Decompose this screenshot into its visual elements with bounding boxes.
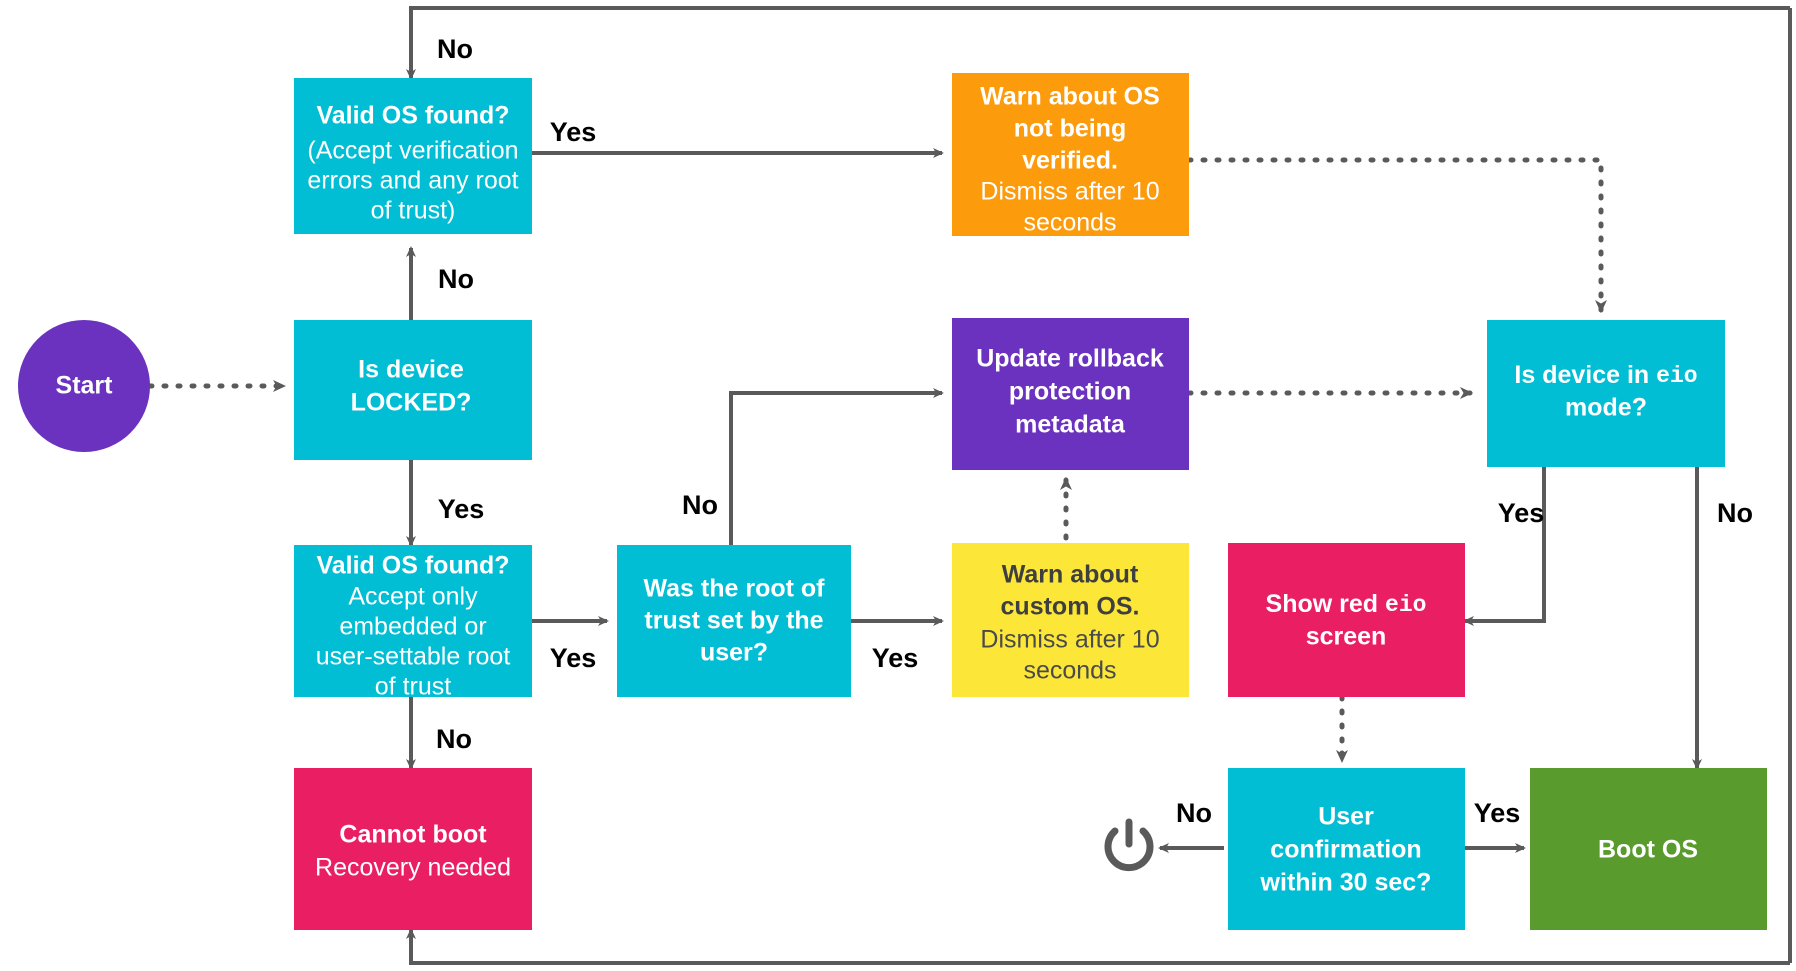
node-user-confirmation-line1: User [1318,803,1374,831]
node-root-of-trust-line3: user? [700,639,768,667]
node-valid-os-unlocked-sub1: (Accept verification [307,137,518,165]
node-valid-os-unlocked-title: Valid OS found? [316,102,509,130]
edge-label-yes-eio: Yes [1498,498,1545,528]
node-warn-unverified-title1: Warn about OS [980,83,1160,111]
node-boot-os[interactable]: Boot OS [1530,768,1767,930]
node-is-device-locked-line1: Is device [358,356,464,384]
node-cannot-boot-sub: Recovery needed [315,854,511,882]
node-warn-custom-os-title2: custom OS. [1001,593,1140,621]
node-eio-mode-mono: eio [1656,363,1697,389]
node-is-device-locked-line2: LOCKED? [351,389,472,417]
node-is-device-locked[interactable]: Is device LOCKED? [294,320,532,460]
node-boot-os-label: Boot OS [1598,836,1698,864]
node-root-of-trust[interactable]: Was the root of trust set by the user? [617,545,851,697]
node-start[interactable]: Start [18,320,150,452]
outer-frame-lines [406,6,1792,965]
node-warn-custom-os[interactable]: Warn about custom OS. Dismiss after 10 s… [952,543,1189,697]
connectors [147,148,1702,853]
node-update-rollback-line1: Update rollback [976,345,1164,373]
node-eio-mode-line1: Is device in eio [1514,361,1697,389]
node-valid-os-locked-sub2: embedded or [339,613,486,641]
edge-rootoftrust-no-to-rollback [729,388,944,545]
top-return-line [406,6,1790,80]
edge-label-no-root-to-rollback: No [682,490,718,520]
node-cannot-boot-title: Cannot boot [339,821,487,849]
node-eio-mode[interactable]: Is device in eio mode? [1487,320,1725,467]
node-show-red-eio-prefix: Show red [1266,590,1385,618]
node-show-red-eio-line1: Show red eio [1266,590,1427,618]
edge-label-yes-valid-to-root: Yes [550,643,597,673]
node-root-of-trust-line1: Was the root of [643,575,825,603]
node-eio-mode-line2: mode? [1565,394,1647,422]
edge-label-yes-unlocked-to-warn: Yes [550,117,597,147]
power-icon [1104,818,1154,872]
node-warn-custom-os-title1: Warn about [1002,561,1139,589]
node-valid-os-locked-sub3: user-settable root [316,643,511,671]
bottom-return-line [406,928,1790,965]
node-user-confirmation-line3: within 30 sec? [1260,869,1432,897]
edge-warn-to-eiomode [1186,157,1607,313]
node-show-red-eio-line2: screen [1306,623,1387,651]
edge-label-no-valid-locked-to-cannot-boot: No [436,724,472,754]
edge-label-yes-root-to-warn-custom: Yes [872,643,919,673]
node-warn-unverified-sub1: Dismiss after 10 [980,178,1159,206]
node-user-confirmation[interactable]: User confirmation within 30 sec? [1228,768,1465,930]
node-show-red-eio-screen[interactable]: Show red eio screen [1228,543,1465,697]
edge-label-yes-locked: Yes [438,494,485,524]
node-valid-os-locked-sub4: of trust [375,673,451,701]
node-valid-os-locked[interactable]: Valid OS found? Accept only embedded or … [294,545,532,701]
node-warn-unverified-title3: verified. [1022,147,1118,175]
node-warn-unverified[interactable]: Warn about OS not being verified. Dismis… [952,73,1189,237]
edge-eiomode-yes-to-showeio [1463,467,1546,626]
node-user-confirmation-line2: confirmation [1270,836,1421,864]
edge-label-yes-user-confirm: Yes [1474,798,1521,828]
edge-labels: No Yes No Yes Yes No Yes No Yes No No Ye… [436,34,1753,828]
node-cannot-boot[interactable]: Cannot boot Recovery needed [294,768,532,930]
node-eio-mode-prefix: Is device in [1514,361,1656,389]
edge-label-no-eio: No [1717,498,1753,528]
node-valid-os-unlocked-sub2: errors and any root [307,167,518,195]
node-start-label: Start [56,372,114,400]
node-warn-unverified-title2: not being [1014,115,1126,143]
node-root-of-trust-line2: trust set by the [644,607,823,635]
node-warn-custom-os-sub2: seconds [1023,657,1116,685]
node-warn-unverified-sub2: seconds [1023,209,1116,237]
node-warn-custom-os-sub1: Dismiss after 10 [980,626,1159,654]
edge-label-no-locked-to-valid-unlocked: No [438,264,474,294]
node-valid-os-unlocked-sub3: of trust) [371,197,456,225]
node-valid-os-unlocked[interactable]: Valid OS found? (Accept verification err… [294,78,532,234]
node-valid-os-locked-sub1: Accept only [348,583,478,611]
edge-label-no-top-loop: No [437,34,473,64]
node-valid-os-locked-title: Valid OS found? [316,552,509,580]
node-show-red-eio-mono: eio [1385,592,1426,618]
node-update-rollback[interactable]: Update rollback protection metadata [952,318,1189,470]
node-update-rollback-line2: protection [1009,378,1131,406]
node-update-rollback-line3: metadata [1015,411,1126,439]
edge-label-no-user-confirm: No [1176,798,1212,828]
